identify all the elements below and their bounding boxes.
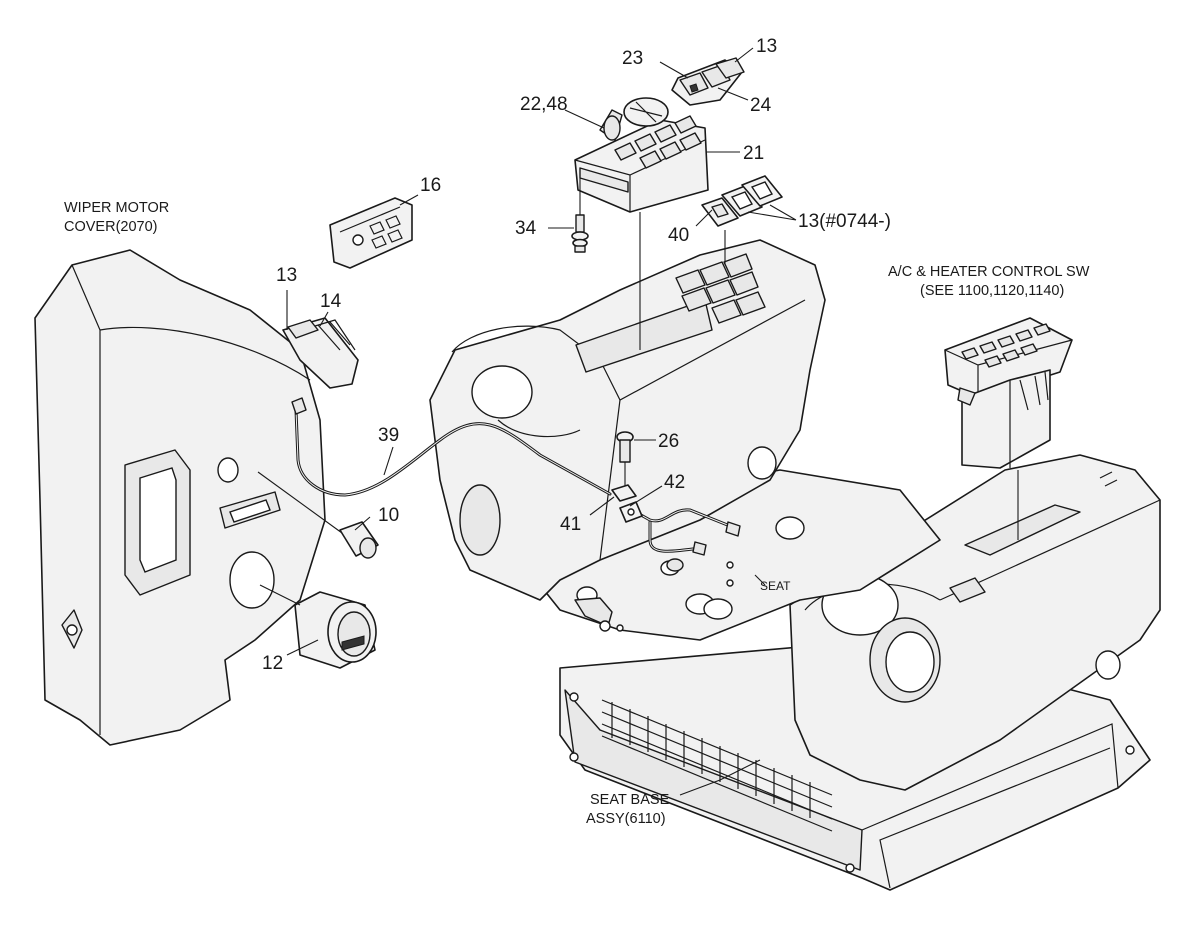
label-24: 24	[750, 95, 772, 116]
label-seat: SEAT	[760, 579, 791, 593]
note-seatbase-line2: ASSY(6110)	[586, 811, 666, 827]
callout-notes: WIPER MOTOR COVER(2070) A/C & HEATER CON…	[64, 200, 1090, 827]
label-40: 40	[668, 225, 689, 246]
label-13-serial: 13(#0744-)	[798, 211, 891, 232]
note-wiper-line1: WIPER MOTOR	[64, 200, 169, 216]
note-ac-line2: (SEE 1100,1120,1140)	[920, 283, 1064, 299]
label-10: 10	[378, 505, 399, 526]
part-23-24-switches	[671, 57, 745, 106]
seat-cable	[630, 508, 741, 572]
wiper-motor-cover	[34, 249, 326, 746]
label-42: 42	[664, 472, 685, 493]
left-console	[429, 239, 826, 601]
seat-base-vent-slots	[601, 699, 833, 832]
part-16-switch-plate	[329, 197, 413, 269]
note-seatbase-line1: SEAT BASE	[590, 792, 670, 808]
label-39: 39	[378, 425, 399, 446]
part-40-13-switch-covers	[701, 175, 783, 265]
label-14: 14	[320, 291, 342, 312]
switch-buttons	[614, 115, 702, 169]
label-21: 21	[743, 143, 764, 164]
label-16: 16	[420, 175, 441, 196]
cable-39-harness	[291, 397, 612, 497]
ac-heater-control-unit	[944, 317, 1073, 540]
right-console	[789, 454, 1161, 791]
note-ac-line1: A/C & HEATER CONTROL SW	[888, 264, 1090, 280]
part-10-lighter	[257, 471, 379, 559]
label-26: 26	[658, 431, 679, 452]
label-23: 23	[622, 48, 643, 69]
part-14-switch-housing	[282, 317, 359, 389]
label-13-left: 13	[276, 265, 297, 286]
part-34-bolt	[571, 178, 589, 253]
ac-buttons	[961, 323, 1051, 368]
part-labels: 13 23 24 22,48 21 34 40 13(#0744-) 16 13…	[262, 36, 891, 674]
part-12-hour-meter	[259, 584, 377, 669]
switch-panel-cutouts	[675, 253, 766, 324]
label-22-48: 22,48	[520, 94, 568, 115]
leader-lines	[286, 47, 797, 796]
label-34: 34	[515, 218, 537, 239]
label-13-top: 13	[756, 36, 777, 57]
note-wiper-line2: COVER(2070)	[64, 219, 157, 235]
label-41: 41	[560, 514, 581, 535]
part-21-switch-box	[574, 97, 709, 350]
label-12: 12	[262, 653, 283, 674]
part-26-41-42-bracket	[611, 431, 643, 523]
